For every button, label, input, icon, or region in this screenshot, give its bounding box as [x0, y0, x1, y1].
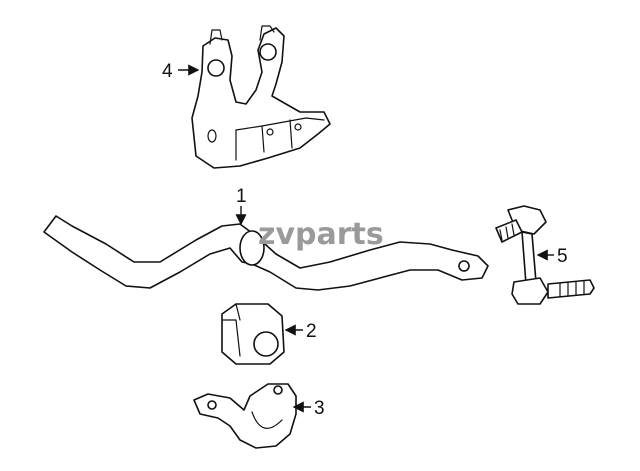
watermark-text: zvparts: [258, 217, 384, 252]
callout-label-1: 1: [236, 186, 247, 207]
callout-label-3: 3: [314, 398, 325, 419]
bushing-bracket-part: [193, 383, 297, 449]
callout-4: 4: [162, 61, 200, 82]
mounting-bracket-part: [191, 25, 331, 169]
callout-2: 2: [284, 321, 317, 342]
callout-label-5: 5: [557, 246, 568, 267]
callout-3: 3: [292, 398, 325, 419]
stabilizer-link-part: [495, 205, 595, 305]
callout-1: 1: [235, 186, 247, 226]
callout-label-4: 4: [162, 61, 173, 82]
stabilizer-bar-part: [43, 215, 489, 291]
callout-label-2: 2: [306, 321, 317, 342]
callout-5: 5: [536, 246, 568, 267]
bushing-part: [221, 303, 285, 365]
